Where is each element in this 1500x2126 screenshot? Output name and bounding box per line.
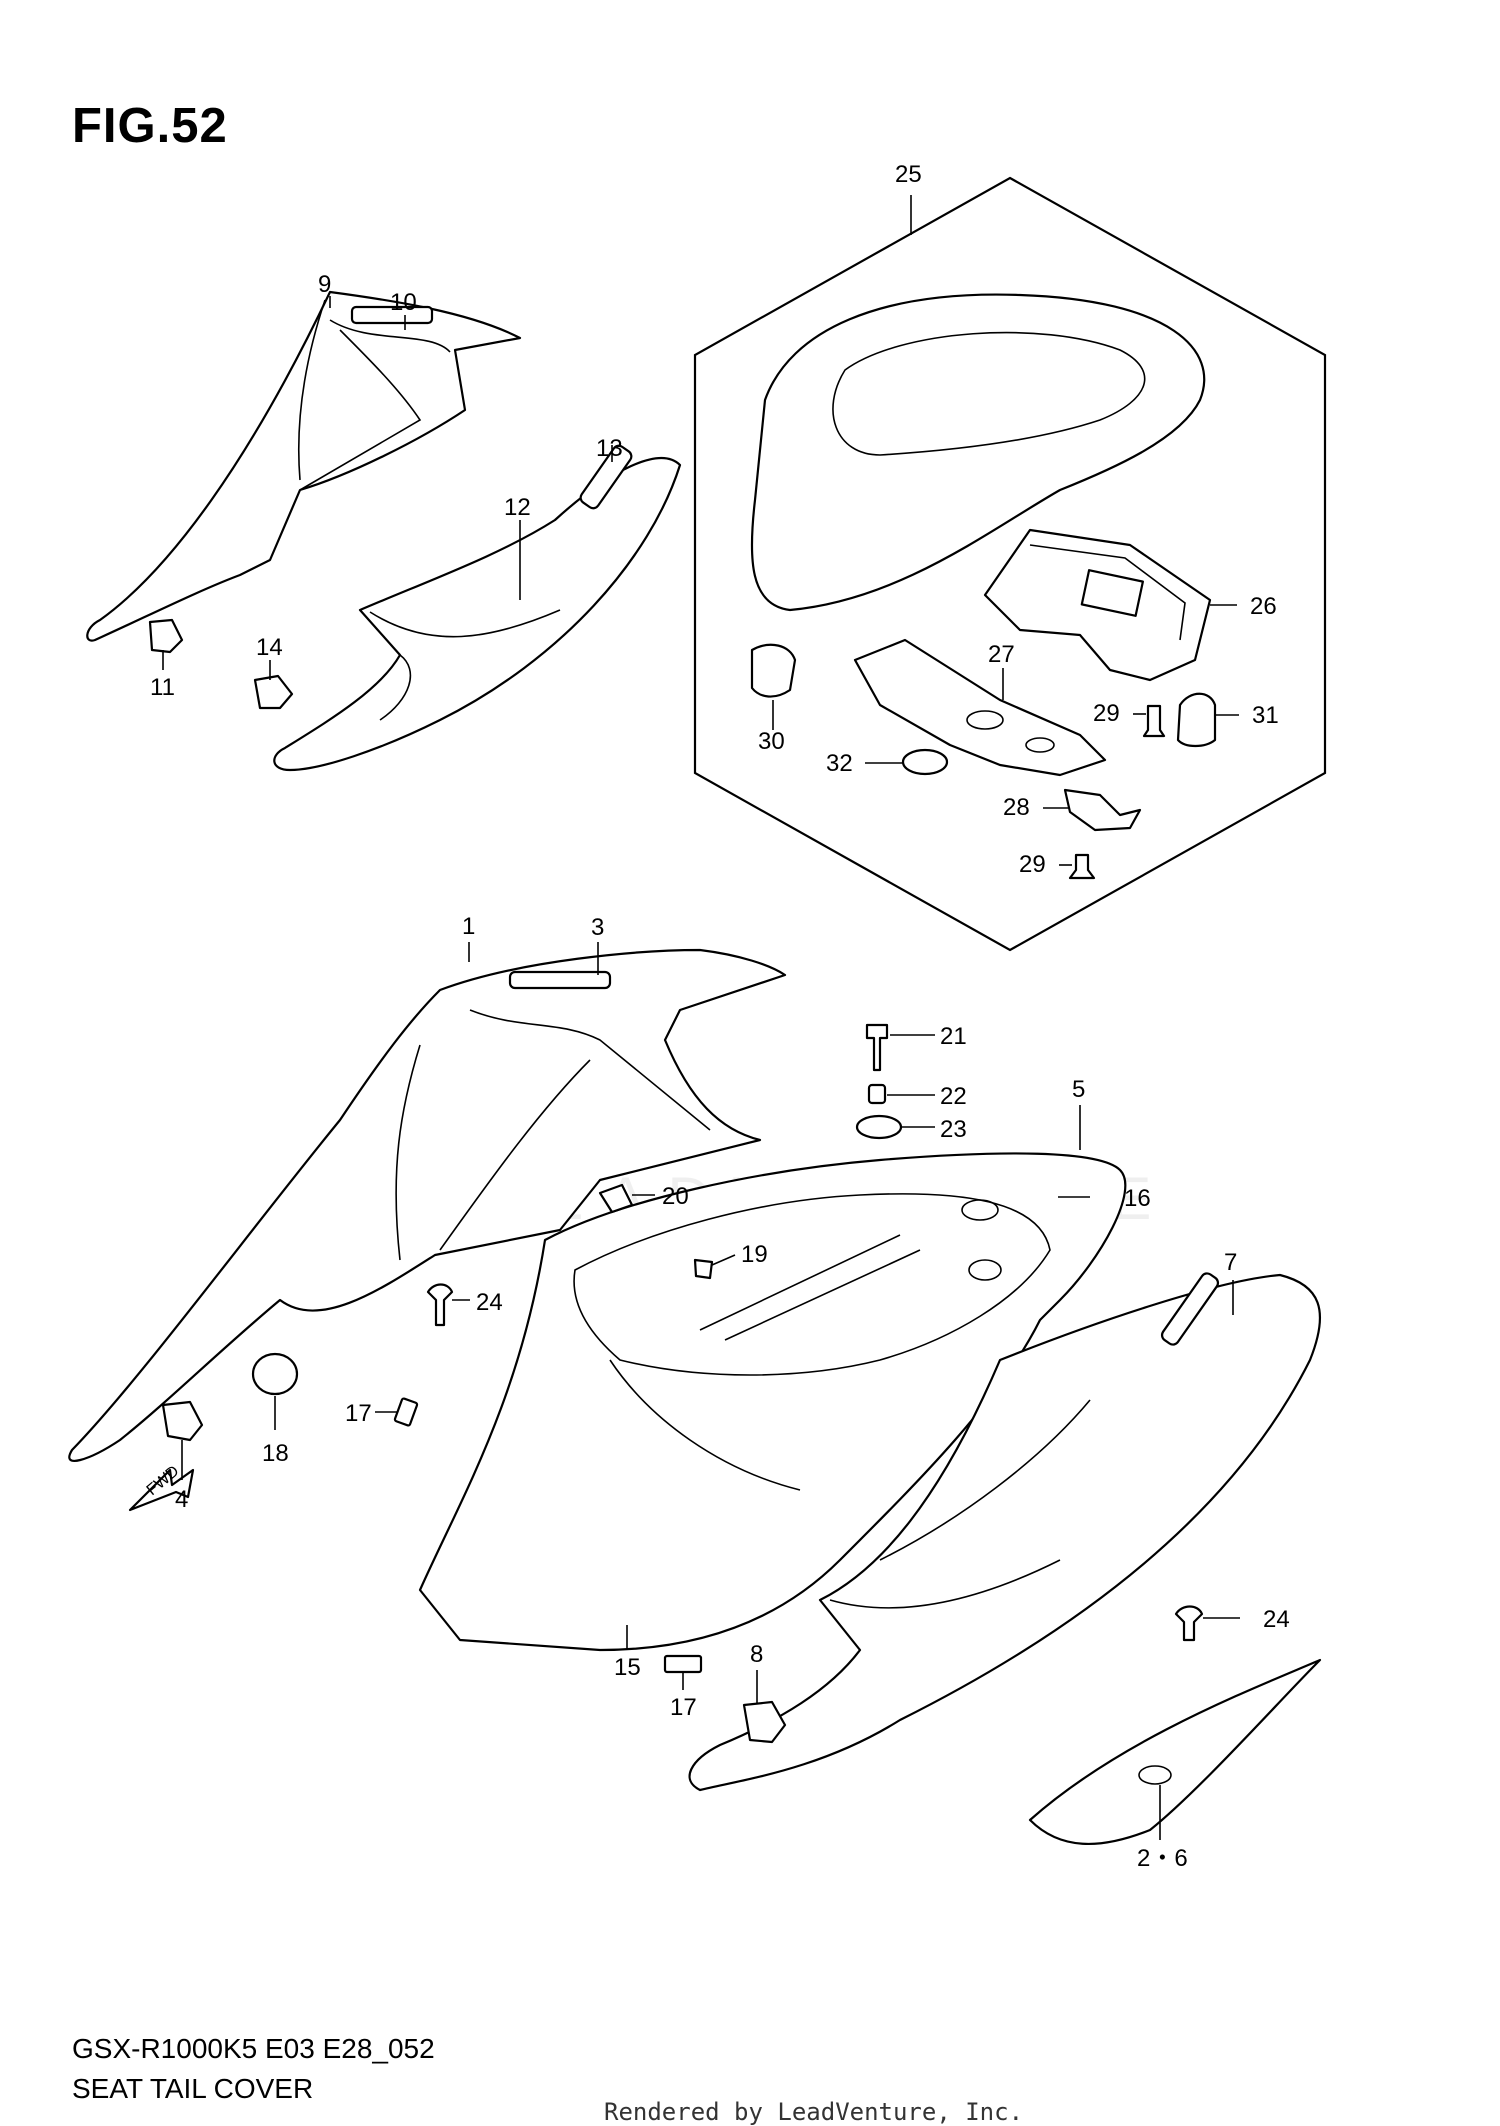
callout-3: 3 (591, 914, 604, 941)
callout-17-bottom: 17 (670, 1694, 697, 1721)
part-17a-tape[interactable] (393, 1397, 419, 1427)
render-credit: Rendered by LeadVenture, Inc. (604, 2098, 1024, 2126)
callout-28: 28 (1003, 794, 1030, 821)
part-28-clip[interactable] (1063, 788, 1142, 832)
part-13-emblem[interactable] (578, 443, 633, 510)
part-31-cushion[interactable] (1176, 692, 1217, 748)
part-23-grommet[interactable] (855, 1114, 903, 1140)
callout-13: 13 (596, 435, 623, 462)
leader-lines (162, 195, 1240, 1840)
part-19-screw[interactable] (693, 1258, 714, 1280)
callout-12: 12 (504, 494, 531, 521)
part-25-seat-cowl[interactable] (750, 293, 1206, 612)
part-18-grommet[interactable] (251, 1352, 299, 1396)
part-8-clip[interactable] (742, 1700, 787, 1744)
part-29a-screw[interactable] (1142, 704, 1166, 738)
callout-32: 32 (826, 750, 853, 777)
callout-25: 25 (895, 161, 922, 188)
part-4-clip[interactable] (161, 1400, 204, 1442)
part-12-right-cover[interactable] (273, 457, 682, 772)
callout-24-left: 24 (476, 1289, 503, 1316)
callout-15: 15 (614, 1654, 641, 1681)
part-11-clip[interactable] (148, 618, 184, 654)
figure-title: FIG.52 (72, 99, 228, 153)
part-20-clip[interactable] (598, 1183, 634, 1214)
callout-labels: 9 10 11 12 13 14 25 26 27 28 29 29 30 31… (150, 161, 1290, 1872)
callout-4: 4 (175, 1486, 188, 1513)
part-22-collar[interactable] (867, 1083, 887, 1105)
part-9-left-cover[interactable] (86, 290, 522, 642)
callout-18: 18 (262, 1440, 289, 1467)
callout-27: 27 (988, 641, 1015, 668)
part-5-right-tail-cover[interactable] (688, 1271, 1322, 1792)
callout-16: 16 (1124, 1185, 1151, 1212)
part-27-plate[interactable] (853, 638, 1107, 777)
callout-22: 22 (940, 1083, 967, 1110)
section-name-label: SEAT TAIL COVER (72, 2073, 314, 2104)
part-21-bolt[interactable] (865, 1023, 889, 1072)
seat-assembly-frame (693, 176, 1327, 952)
part-30-cushion[interactable] (750, 643, 797, 698)
callout-11: 11 (150, 674, 175, 701)
part-24b-rivet[interactable] (1174, 1605, 1204, 1642)
model-code-label: GSX-R1000K5 E03 E28_052 (72, 2033, 435, 2064)
callout-26: 26 (1250, 593, 1277, 620)
callout-10: 10 (390, 289, 417, 316)
part-2-6-decal[interactable] (1028, 1658, 1322, 1845)
callout-5: 5 (1072, 1076, 1085, 1103)
callout-29-lower: 29 (1019, 851, 1046, 878)
part-26-bracket[interactable] (983, 528, 1212, 682)
part-32-grommet[interactable] (901, 748, 949, 776)
callout-30: 30 (758, 728, 785, 755)
callout-24-right: 24 (1263, 1606, 1290, 1633)
callout-31: 31 (1252, 702, 1279, 729)
callout-8: 8 (750, 1641, 763, 1668)
callout-7: 7 (1224, 1249, 1237, 1276)
callout-29-upper: 29 (1093, 700, 1120, 727)
callout-2-6: 2・6 (1137, 1845, 1188, 1872)
callout-20: 20 (662, 1183, 689, 1210)
part-24a-rivet[interactable] (426, 1283, 454, 1327)
callout-1: 1 (462, 913, 475, 940)
part-17b-tape[interactable] (663, 1654, 703, 1674)
callout-21: 21 (940, 1023, 967, 1050)
part-14-clip[interactable] (253, 674, 294, 710)
callout-17-left: 17 (345, 1400, 372, 1427)
part-16-main-tail-cowl[interactable] (418, 1152, 1127, 1652)
part-1-left-tail-cover[interactable] (68, 948, 787, 1462)
callout-19: 19 (741, 1241, 768, 1268)
callout-23: 23 (940, 1116, 967, 1143)
callout-14: 14 (256, 634, 283, 661)
callout-9: 9 (318, 271, 331, 298)
part-29b-screw[interactable] (1068, 853, 1096, 880)
